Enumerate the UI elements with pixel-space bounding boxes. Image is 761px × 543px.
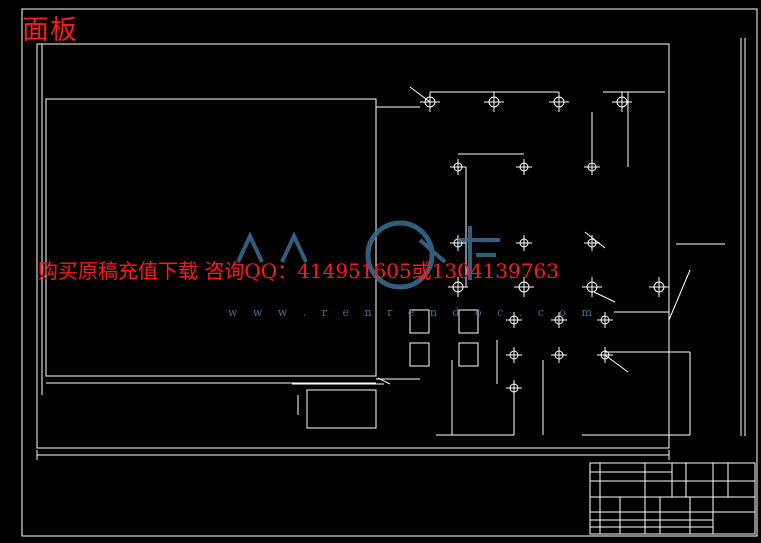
- display-cutout: [45, 98, 377, 377]
- sheet-border: [21, 8, 758, 537]
- watermark-url-text: w w w . r e n r e n d o c . c o m: [228, 306, 598, 319]
- title-block: [589, 462, 756, 535]
- purchase-watermark-text: 购买原稿充值下载 咨询QQ：414951605或1304139763: [38, 259, 559, 283]
- watermark-logo: [236, 220, 500, 290]
- square-cutout-3: [409, 342, 430, 367]
- mounting-hole-group: [420, 92, 669, 396]
- panel-outline: [36, 43, 670, 449]
- square-cutout-1: [409, 309, 430, 334]
- square-cutout-4: [458, 342, 479, 367]
- drawing-title: 面板: [22, 15, 78, 46]
- square-cutout-2: [458, 309, 479, 334]
- lower-cutout: [306, 389, 377, 429]
